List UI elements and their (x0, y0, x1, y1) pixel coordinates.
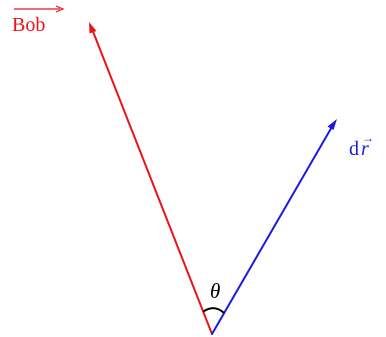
dr-vector-shaft (211, 124, 334, 335)
bob-label-text: Bob (12, 14, 45, 36)
dr-label-r: r (361, 138, 369, 160)
bob-vector-arrowhead (89, 22, 97, 34)
bob-label-overline-arrowhead (55, 5, 65, 13)
dr-vector (211, 119, 337, 335)
bob-label: Bob (12, 5, 65, 36)
angle-theta-label: θ (210, 279, 220, 303)
dr-label-d: d (349, 138, 359, 160)
dr-label: d r → (349, 131, 374, 160)
angle-arc (202, 307, 225, 314)
dr-vector-arrowhead (327, 119, 337, 130)
bob-vector-shaft (91, 28, 213, 335)
bob-vector (89, 22, 213, 335)
dr-label-arrow: → (362, 131, 374, 145)
